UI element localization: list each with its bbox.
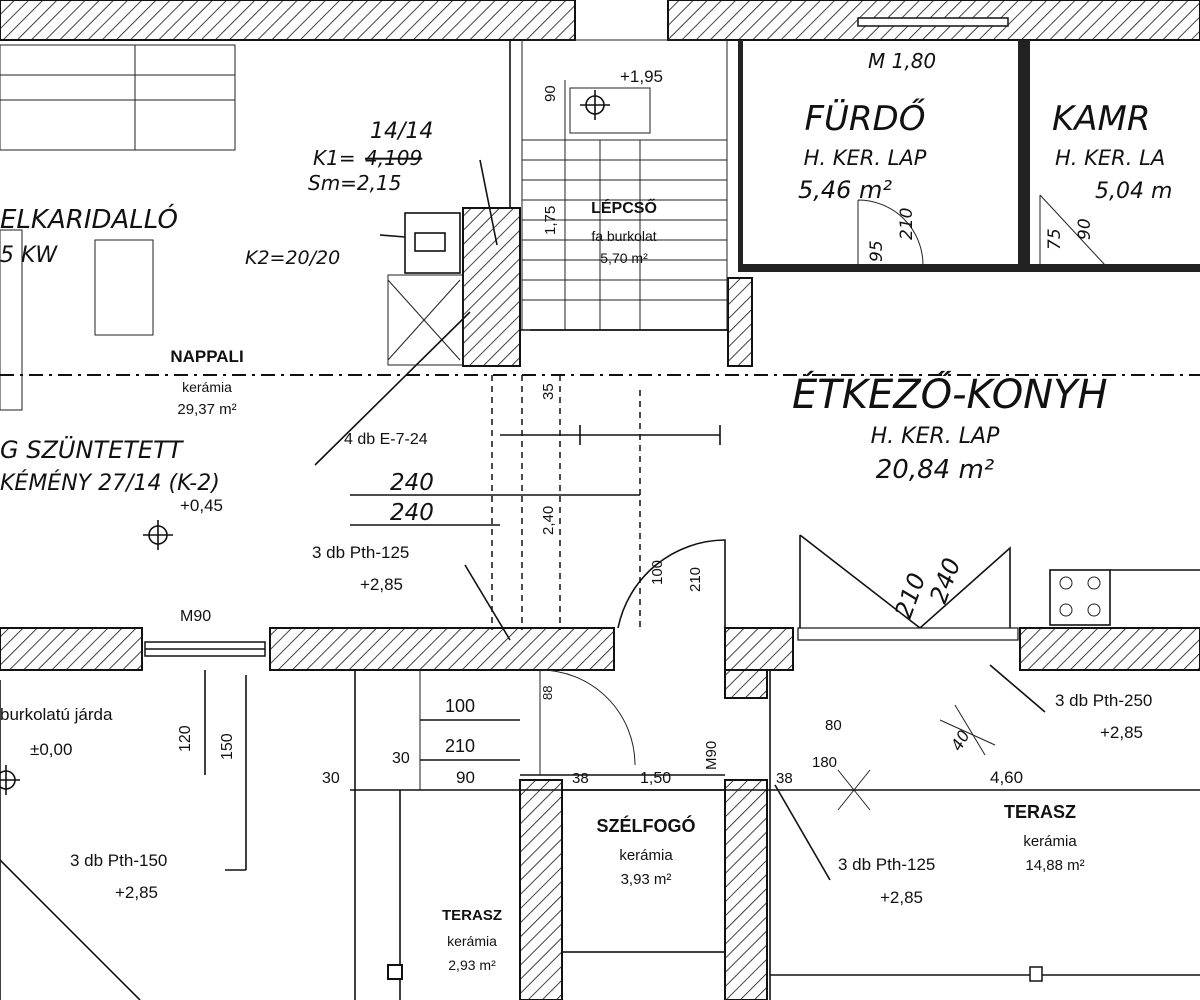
note-pth125-left: 3 db Pth-125	[312, 543, 409, 562]
room-lepcso: LÉPCSŐ fa burkolat 5,70 m²	[591, 198, 657, 266]
fraction-bottom: 240	[390, 500, 434, 526]
dim-75: 75	[1045, 228, 1065, 250]
plan-linework	[0, 39, 1200, 1000]
dim-210-door: 210	[687, 567, 704, 592]
room-furdo: FÜRDŐ H. KER. LAP 5,46 m²	[798, 98, 927, 204]
dim-35: 35	[540, 383, 557, 400]
dim-150-b: 1,50	[640, 770, 671, 787]
room-terasz-right: TERASZ kerámia 14,88 m²	[1004, 802, 1085, 874]
room-area: 3,93 m²	[621, 871, 672, 888]
dim-90: 90	[542, 85, 559, 102]
dim-150: 150	[219, 733, 236, 760]
level-195: +1,95	[620, 67, 663, 86]
room-name: FÜRDŐ	[804, 98, 925, 139]
room-name: ÉTKEZŐ-KONYH	[792, 369, 1108, 418]
room-name: SZÉLFOGÓ	[597, 815, 696, 836]
jarda-label: burkolatú járda ±0,00	[0, 705, 113, 759]
dim-100-door: 100	[649, 560, 666, 585]
dim-80: 80	[825, 717, 842, 734]
note-m180: M 1,80	[868, 49, 936, 73]
note-pth250: 3 db Pth-250	[1055, 691, 1152, 710]
note-sm: Sm=2,15	[308, 171, 401, 195]
dim-30-b: 30	[392, 750, 410, 767]
room-material: H. KER. LAP	[871, 424, 1000, 449]
dim-88: 88	[540, 686, 555, 700]
note-e724: 4 db E-7-24	[344, 431, 428, 448]
note-pth150: 3 db Pth-150	[70, 851, 167, 870]
note-pth250-level: +2,85	[1100, 723, 1143, 742]
room-name: NAPPALI	[170, 347, 243, 366]
dim-38-a: 38	[572, 770, 589, 787]
note-pth150-level: +2,85	[115, 883, 158, 902]
fraction-top: 240	[390, 470, 434, 496]
jarda-name: burkolatú járda	[0, 705, 113, 724]
room-name: TERASZ	[1004, 802, 1076, 822]
dim-210-furdo: 210	[897, 208, 917, 240]
note-k1-top: 14/14	[370, 119, 433, 144]
note-k2: K2=20/20	[245, 247, 340, 269]
note-elkaridallo: ELKARIDALLÓ	[0, 203, 178, 235]
dim-40: 40	[947, 727, 974, 754]
room-etkezo-konyha: ÉTKEZŐ-KONYH H. KER. LAP 20,84 m²	[792, 369, 1108, 485]
room-area: 29,37 m²	[177, 401, 236, 418]
room-area: 5,70 m²	[600, 250, 648, 266]
jarda-level: ±0,00	[30, 740, 72, 759]
note-kw: 5 KW	[0, 243, 58, 268]
dim-30-a: 30	[322, 770, 340, 787]
note-k1: K1=	[313, 146, 356, 170]
dim-460: 4,60	[990, 768, 1023, 787]
dim-90-c: 90	[1075, 218, 1095, 240]
dim-120: 120	[177, 725, 194, 752]
dim-100: 100	[445, 696, 475, 716]
note-megszuntetett: G SZÜNTETETT	[0, 435, 185, 464]
room-name: TERASZ	[442, 907, 502, 924]
room-area: 2,93 m²	[448, 957, 496, 973]
room-name: LÉPCSŐ	[591, 198, 657, 217]
dim-240: 2,40	[540, 506, 557, 535]
room-area: 20,84 m²	[876, 455, 994, 485]
note-pth125-left-level: +2,85	[360, 575, 403, 594]
room-nappali: NAPPALI kerámia 29,37 m²	[170, 347, 243, 418]
room-material: kerámia	[1023, 833, 1077, 850]
room-area: 5,04 m	[1095, 179, 1172, 204]
note-m90-top: M90	[180, 608, 211, 625]
dim-175: 1,75	[542, 206, 559, 235]
dim-240-window: 240	[924, 554, 966, 607]
room-material: H. KER. LAP	[804, 146, 927, 170]
room-area: 14,88 m²	[1025, 857, 1084, 874]
dim-38-b: 38	[776, 770, 793, 787]
dim-180: 180	[812, 754, 837, 771]
room-area: 5,46 m²	[798, 176, 892, 204]
room-material: kerámia	[619, 847, 673, 864]
room-terasz-small: TERASZ kerámia 2,93 m²	[442, 907, 502, 973]
annotations: ELKARIDALLÓ 5 KW G SZÜNTETETT KÉMÉNY 27/…	[0, 49, 1152, 907]
level-045: +0,45	[180, 496, 223, 515]
room-material: fa burkolat	[591, 228, 656, 244]
note-kemeny: KÉMÉNY 27/14 (K-2)	[0, 470, 220, 496]
room-material: H. KER. LA	[1055, 146, 1165, 170]
room-kamra: KAMR H. KER. LA 5,04 m	[1052, 99, 1172, 204]
room-szelfogo: SZÉLFOGÓ kerámia 3,93 m²	[597, 815, 696, 888]
note-pth125-right: 3 db Pth-125	[838, 855, 935, 874]
note-k1-old: 4,109	[365, 146, 422, 170]
room-material: kerámia	[447, 933, 497, 949]
room-material: kerámia	[182, 379, 232, 395]
note-pth125-right-level: +2,85	[880, 888, 923, 907]
note-m90-side: M90	[703, 741, 720, 770]
dim-95: 95	[867, 240, 887, 262]
room-name: KAMR	[1052, 99, 1151, 139]
dim-90-b: 90	[456, 768, 475, 787]
dim-210: 210	[445, 736, 475, 756]
